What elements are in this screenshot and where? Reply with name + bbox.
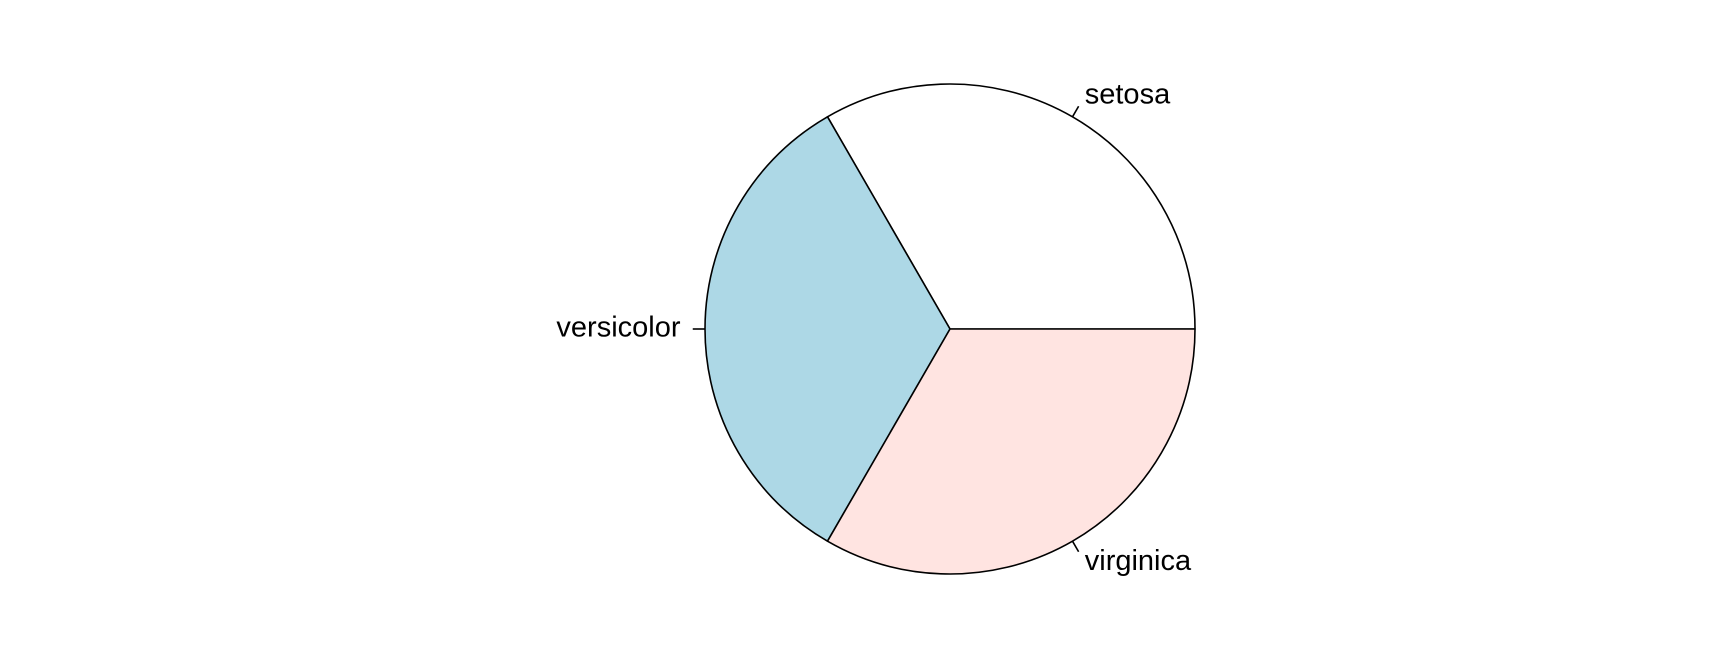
pie-slices	[704, 83, 1196, 575]
pie-slice-virginica	[826, 328, 1196, 575]
pie-slice-versicolor	[704, 116, 951, 542]
label-tick-virginica	[1071, 540, 1080, 553]
label-ticks	[692, 105, 1080, 553]
slice-label-versicolor: versicolor	[556, 312, 680, 344]
slice-label-virginica: virginica	[1085, 545, 1192, 577]
pie-slice-setosa	[826, 83, 1196, 330]
slice-label-setosa: setosa	[1085, 78, 1171, 110]
slice-labels: setosa versicolor virginica	[556, 78, 1192, 577]
label-tick-setosa	[1071, 105, 1080, 118]
